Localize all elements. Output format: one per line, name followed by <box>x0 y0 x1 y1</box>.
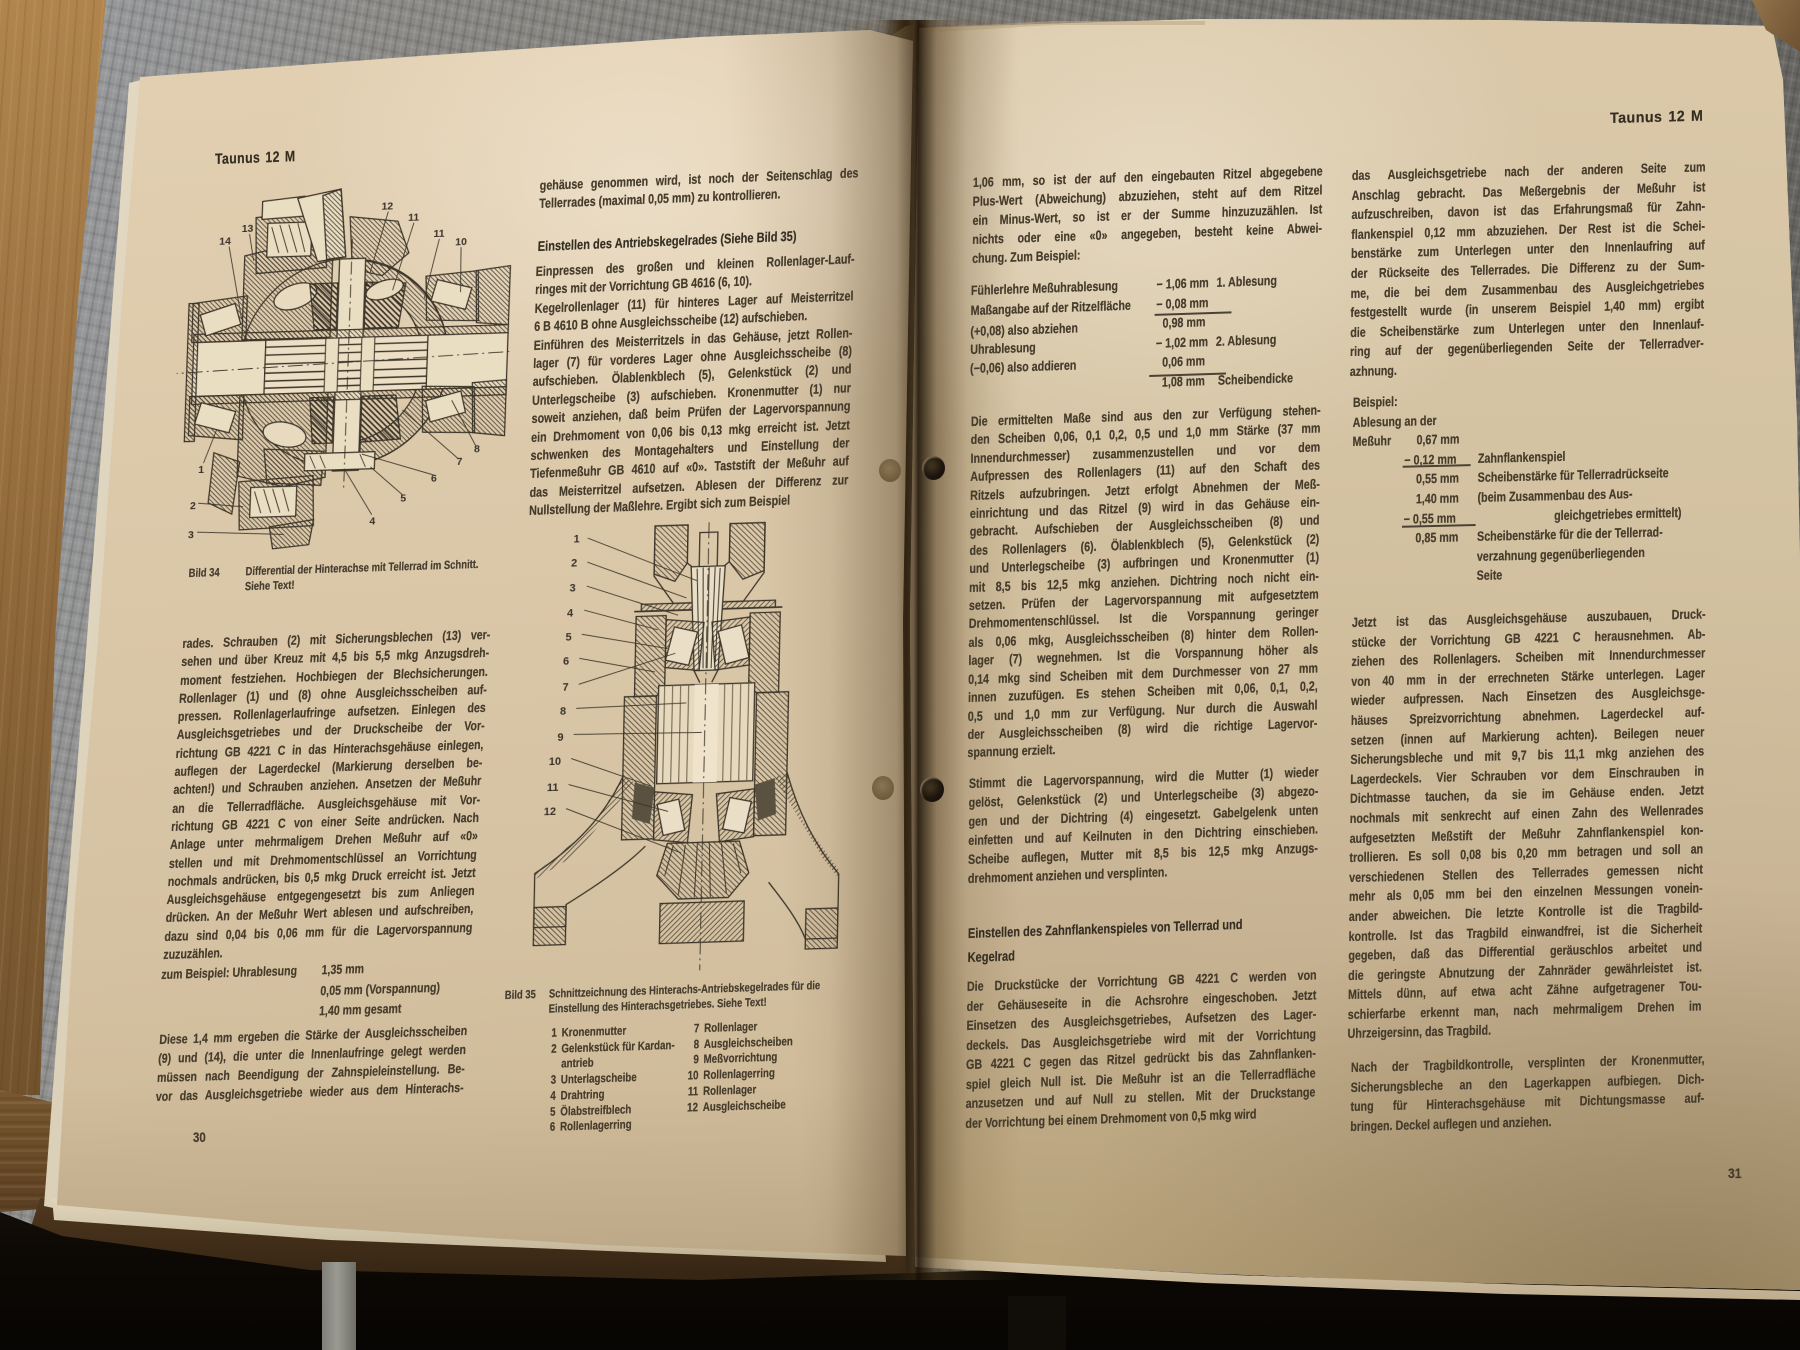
svg-text:11: 11 <box>408 212 420 224</box>
svg-text:9: 9 <box>557 732 563 744</box>
svg-text:10: 10 <box>455 236 467 248</box>
svg-text:4: 4 <box>369 516 375 528</box>
svg-text:10: 10 <box>549 756 562 768</box>
svg-text:3: 3 <box>569 582 575 594</box>
svg-text:8: 8 <box>474 443 480 455</box>
svg-text:11: 11 <box>547 782 559 794</box>
svg-text:3: 3 <box>188 529 194 541</box>
svg-text:12: 12 <box>381 200 393 212</box>
svg-text:1: 1 <box>198 464 204 476</box>
svg-text:11: 11 <box>433 228 445 240</box>
svg-text:2: 2 <box>190 500 196 512</box>
svg-text:14: 14 <box>219 235 231 247</box>
svg-text:2: 2 <box>571 557 577 569</box>
svg-text:6: 6 <box>431 473 437 485</box>
svg-text:7: 7 <box>562 682 568 694</box>
svg-text:7: 7 <box>456 456 462 468</box>
svg-text:5: 5 <box>565 632 571 644</box>
svg-text:1: 1 <box>574 533 580 545</box>
svg-text:6: 6 <box>563 656 569 668</box>
svg-text:13: 13 <box>241 223 253 235</box>
svg-text:12: 12 <box>544 806 557 818</box>
svg-text:4: 4 <box>567 608 574 620</box>
svg-text:5: 5 <box>400 493 406 505</box>
svg-text:8: 8 <box>560 706 566 718</box>
